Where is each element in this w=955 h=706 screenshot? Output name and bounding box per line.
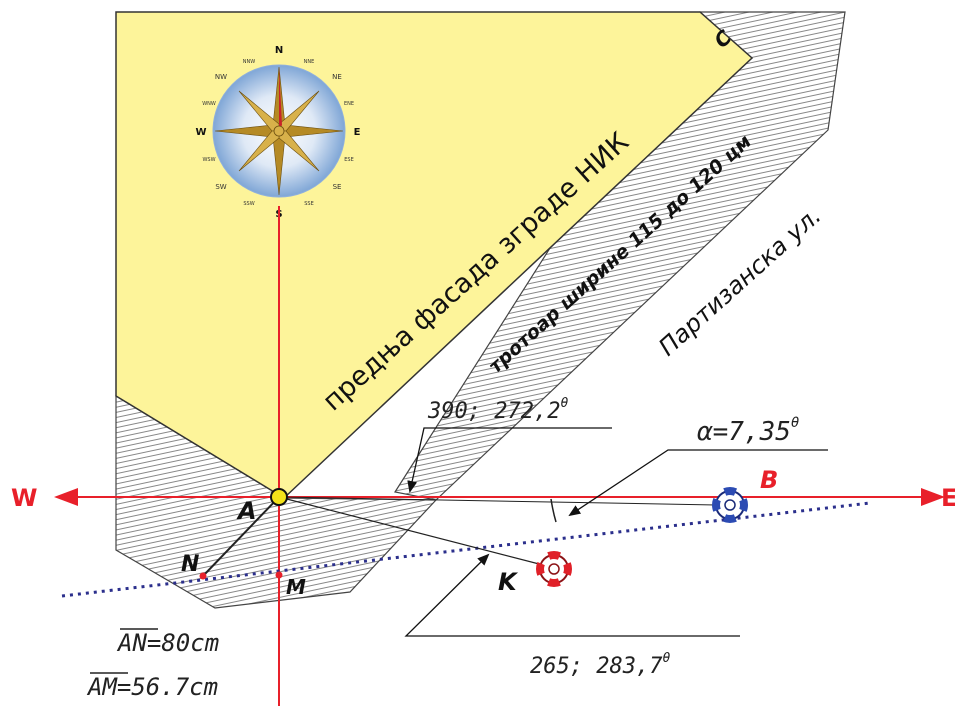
leader-alpha	[568, 449, 828, 517]
west-arrowhead	[54, 488, 78, 506]
compass-nnw: NNW	[243, 59, 255, 65]
alpha-label: α=7,35θ	[697, 415, 799, 447]
alpha-deg: θ	[791, 415, 799, 431]
point-n-label: N	[181, 552, 199, 577]
leader-measure-k	[404, 553, 740, 637]
leader-measure-b	[407, 427, 612, 493]
sidewalk-strip	[394, 11, 846, 501]
point-b-label: B	[760, 466, 778, 494]
measure-k-label: 265; 283,7θ	[530, 651, 670, 679]
point-n-marker	[199, 572, 207, 580]
compass-wsw: WSW	[202, 157, 215, 163]
lifebuoy-b-icon	[712, 487, 748, 523]
point-a-marker	[270, 488, 288, 506]
compass-e: E	[354, 127, 361, 138]
compass-wnw: WNW	[202, 101, 216, 107]
compass-nne: NNE	[304, 59, 315, 65]
east-label: E	[941, 484, 955, 512]
line-a-b	[278, 496, 717, 506]
am-measure: AM=56.7cm	[86, 673, 218, 701]
compass-sse: SSE	[304, 201, 314, 207]
west-label: W	[11, 484, 37, 512]
measure-k-deg: θ	[662, 651, 670, 666]
compass-ene: ENE	[344, 101, 354, 107]
compass-se: SE	[333, 183, 342, 191]
alpha-angle-arc	[550, 498, 557, 523]
lifebuoy-k-icon	[536, 551, 572, 587]
point-k-label: K	[498, 568, 519, 596]
east-arrowhead	[921, 488, 945, 506]
compass-ssw: SSW	[243, 201, 254, 207]
compass-rose: N S E W NW NE SW SE NNW NNE ENE ESE SSE …	[195, 45, 360, 220]
compass-sw: SW	[215, 183, 226, 191]
an-measure: AN=80cm	[116, 629, 219, 657]
measure-b-label: 390; 272,2θ	[427, 396, 568, 424]
point-m-marker	[275, 571, 283, 579]
compass-ese: ESE	[344, 157, 354, 163]
point-m-label: M	[286, 575, 306, 599]
compass-w: W	[195, 127, 206, 138]
line-a-n	[202, 496, 280, 577]
measure-b-deg: θ	[560, 396, 568, 411]
point-a-label: A	[236, 497, 257, 525]
line-a-k	[278, 496, 544, 566]
compass-nw: NW	[215, 73, 227, 81]
compass-ne: NE	[332, 73, 342, 81]
compass-n: N	[275, 45, 283, 56]
